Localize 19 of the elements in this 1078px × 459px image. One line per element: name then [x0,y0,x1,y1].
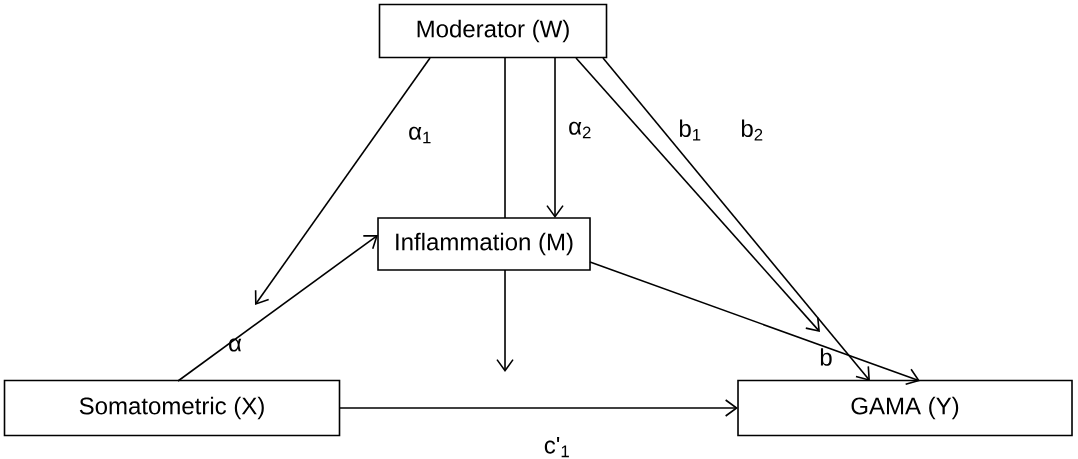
edge-label: α [229,338,242,352]
variable-box: GAMA (Y) [737,379,1073,437]
edge-label: b$_{1}$ [679,119,701,141]
variable-box: Inflammation (M) [377,217,591,271]
arrow [546,57,564,218]
edge-label: c'$_{1}$ [544,436,569,458]
arrow [589,261,920,386]
arrow [602,57,870,381]
arrow [254,57,431,305]
edge-label: α$_{1}$ [409,126,431,144]
arrow [496,269,514,372]
arrow [338,399,738,417]
variable-box: Somatometric (X) [3,379,341,437]
arrow [177,235,378,382]
arrow [575,57,820,332]
edge-label: b$_{2}$ [741,119,763,141]
edge-label: α$_{2}$ [569,121,591,139]
variable-box: Moderator (W) [378,3,608,59]
edge-label: b [820,348,832,366]
